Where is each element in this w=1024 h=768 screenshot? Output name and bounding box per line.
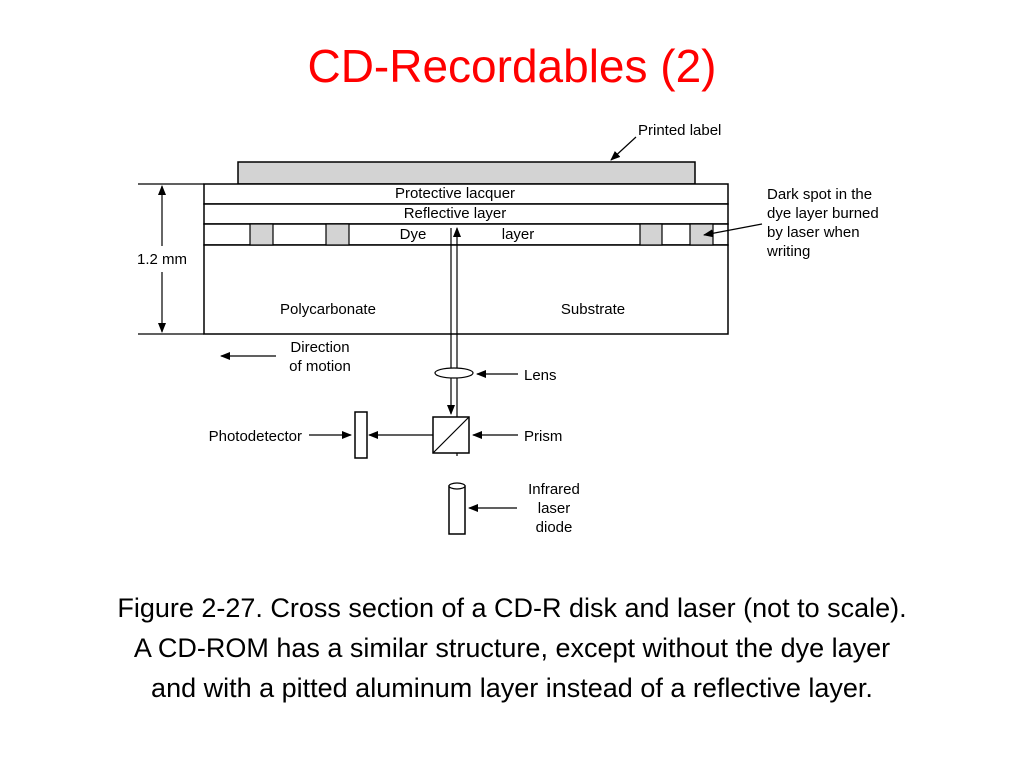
dark-spot: [325, 223, 350, 246]
protective-lacquer-label: Protective lacquer: [395, 185, 515, 202]
direction-label-line1: Direction: [290, 339, 349, 356]
photodetector-label: Photodetector: [209, 428, 302, 445]
direction-label-line2: of motion: [289, 358, 351, 375]
layer-label: layer: [502, 226, 535, 243]
dark-spot: [639, 223, 663, 246]
figure-caption: Figure 2-27. Cross section of a CD-R dis…: [0, 588, 1024, 708]
laser-label-line3: diode: [536, 519, 573, 536]
printed-label-block: [237, 161, 696, 185]
laser-label-line1: Infrared: [528, 481, 580, 498]
prism-label: Prism: [524, 428, 562, 445]
lens-shape: [434, 367, 474, 379]
caption-line: Figure 2-27. Cross section of a CD-R dis…: [117, 593, 907, 623]
laser-label-line2: laser: [538, 500, 571, 517]
photodetector-shape: [354, 411, 368, 459]
thickness-label: 1.2 mm: [137, 251, 187, 268]
printed-label-text: Printed label: [638, 122, 721, 139]
polycarbonate-label: Polycarbonate: [280, 301, 376, 318]
reflective-layer-label: Reflective layer: [404, 205, 507, 222]
cd-r-cross-section-diagram: Protective lacquer Reflective layer Dye …: [137, 122, 879, 536]
dark-spot-arrow: [703, 223, 763, 238]
printed-label-arrow: [610, 136, 637, 161]
slide-title: CD-Recordables (2): [307, 40, 717, 92]
dark-spot: [249, 223, 274, 246]
dark-spot-label-line1: Dark spot in the: [767, 186, 872, 203]
laser-diode-shape: [448, 485, 466, 535]
substrate-label: Substrate: [561, 301, 625, 318]
lens-label: Lens: [524, 367, 557, 384]
polycarbonate-substrate: [203, 244, 729, 335]
prism-diagonal: [432, 416, 470, 454]
dye-label: Dye: [400, 226, 427, 243]
dark-spot-label-line3: by laser when: [767, 224, 860, 241]
caption-line: and with a pitted aluminum layer instead…: [151, 673, 873, 703]
caption-line: A CD-ROM has a similar structure, except…: [133, 633, 891, 663]
dark-spot-label-line4: writing: [766, 243, 810, 260]
laser-diode-top: [448, 482, 466, 490]
dark-spot-label-line2: dye layer burned: [767, 205, 879, 222]
